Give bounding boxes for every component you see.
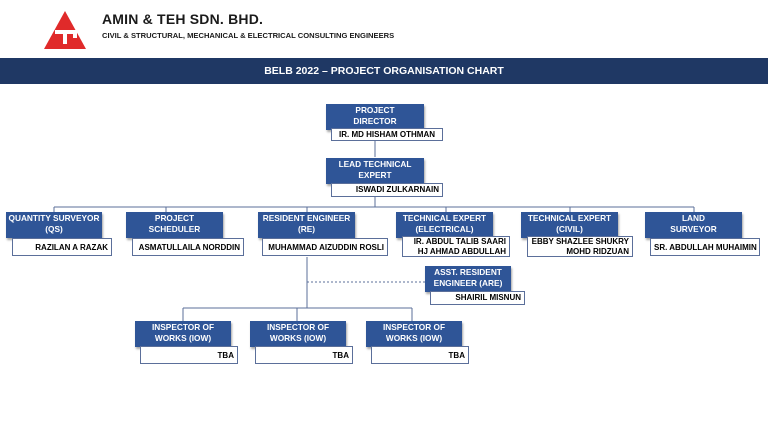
inspector-of-works-name: TBA bbox=[140, 346, 238, 364]
quantity-surveyor-name: RAZILAN A RAZAK bbox=[12, 238, 112, 256]
asst-resident-engineer-box: ASST. RESIDENT ENGINEER (ARE) bbox=[425, 266, 511, 292]
technical-expert-civil-box: TECHNICAL EXPERT (CIVIL) bbox=[521, 212, 618, 238]
role-line: INSPECTOR OF bbox=[382, 322, 446, 332]
name-line: IR. ABDUL TALIB SAARI bbox=[413, 237, 506, 246]
technical-expert-electrical-box: TECHNICAL EXPERT (ELECTRICAL) bbox=[396, 212, 493, 238]
name-line: EBBY SHAZLEE SHUKRY bbox=[531, 237, 629, 246]
land-surveyor-box: LAND SURVEYOR bbox=[645, 212, 742, 238]
project-director-name: IR. MD HISHAM OTHMAN bbox=[331, 128, 443, 141]
role-line: (QS) bbox=[45, 224, 63, 234]
inspector-of-works-name: TBA bbox=[371, 346, 469, 364]
role-line: DIRECTOR bbox=[353, 116, 397, 126]
role-line: EXPERT bbox=[358, 170, 392, 180]
role-line: PROJECT bbox=[154, 213, 195, 223]
lead-technical-expert-box: LEAD TECHNICAL EXPERT bbox=[326, 158, 424, 184]
role-line: LEAD TECHNICAL bbox=[338, 159, 412, 169]
role-line: INSPECTOR OF bbox=[151, 322, 215, 332]
role-line: WORKS (IOW) bbox=[269, 333, 327, 343]
role-line: SCHEDULER bbox=[148, 224, 201, 234]
role-line: ASST. RESIDENT bbox=[434, 267, 502, 277]
inspector-of-works-box: INSPECTOR OF WORKS (IOW) bbox=[250, 321, 346, 347]
land-surveyor-name: SR. ABDULLAH MUHAIMIN bbox=[650, 238, 760, 256]
project-scheduler-name: ASMATULLAILA NORDDIN bbox=[132, 238, 244, 256]
company-tagline: CIVIL & STRUCTURAL, MECHANICAL & ELECTRI… bbox=[102, 31, 395, 40]
inspector-of-works-name: TBA bbox=[255, 346, 353, 364]
name-line: MOHD RIDZUAN bbox=[566, 247, 629, 256]
role-line: (CIVIL) bbox=[556, 224, 583, 234]
role-line: ENGINEER (ARE) bbox=[433, 278, 503, 288]
role-line: (ELECTRICAL) bbox=[415, 224, 474, 234]
chart-title: BELB 2022 – PROJECT ORGANISATION CHART bbox=[264, 65, 504, 77]
technical-expert-electrical-name: IR. ABDUL TALIB SAARI HJ AHMAD ABDULLAH bbox=[402, 236, 510, 257]
name-line: HJ AHMAD ABDULLAH bbox=[417, 247, 506, 256]
inspector-of-works-box: INSPECTOR OF WORKS (IOW) bbox=[366, 321, 462, 347]
role-line: PROJECT bbox=[355, 105, 395, 115]
role-line: RESIDENT ENGINEER bbox=[262, 213, 351, 223]
role-line: TECHNICAL EXPERT bbox=[402, 213, 487, 223]
resident-engineer-name: MUHAMMAD AIZUDDIN ROSLI bbox=[262, 238, 388, 256]
title-banner bbox=[0, 58, 768, 84]
quantity-surveyor-box: QUANTITY SURVEYOR (QS) bbox=[6, 212, 102, 238]
asst-resident-engineer-name: SHAIRIL MISNUN bbox=[430, 291, 525, 305]
role-line: WORKS (IOW) bbox=[154, 333, 212, 343]
role-line: TECHNICAL EXPERT bbox=[527, 213, 612, 223]
inspector-of-works-box: INSPECTOR OF WORKS (IOW) bbox=[135, 321, 231, 347]
role-line: QUANTITY SURVEYOR bbox=[8, 213, 100, 223]
role-line: (RE) bbox=[297, 224, 316, 234]
role-line: SURVEYOR bbox=[670, 224, 717, 234]
company-name: AMIN & TEH SDN. BHD. bbox=[102, 11, 264, 27]
project-scheduler-box: PROJECT SCHEDULER bbox=[126, 212, 223, 238]
technical-expert-civil-name: EBBY SHAZLEE SHUKRY MOHD RIDZUAN bbox=[527, 236, 633, 257]
role-line: WORKS (IOW) bbox=[385, 333, 443, 343]
lead-technical-expert-name: ISWADI ZULKARNAIN bbox=[331, 183, 443, 197]
company-logo bbox=[44, 11, 86, 49]
role-line: INSPECTOR OF bbox=[266, 322, 330, 332]
role-line: LAND bbox=[681, 213, 706, 223]
resident-engineer-box: RESIDENT ENGINEER (RE) bbox=[258, 212, 355, 238]
project-director-box: PROJECT DIRECTOR bbox=[326, 104, 424, 130]
